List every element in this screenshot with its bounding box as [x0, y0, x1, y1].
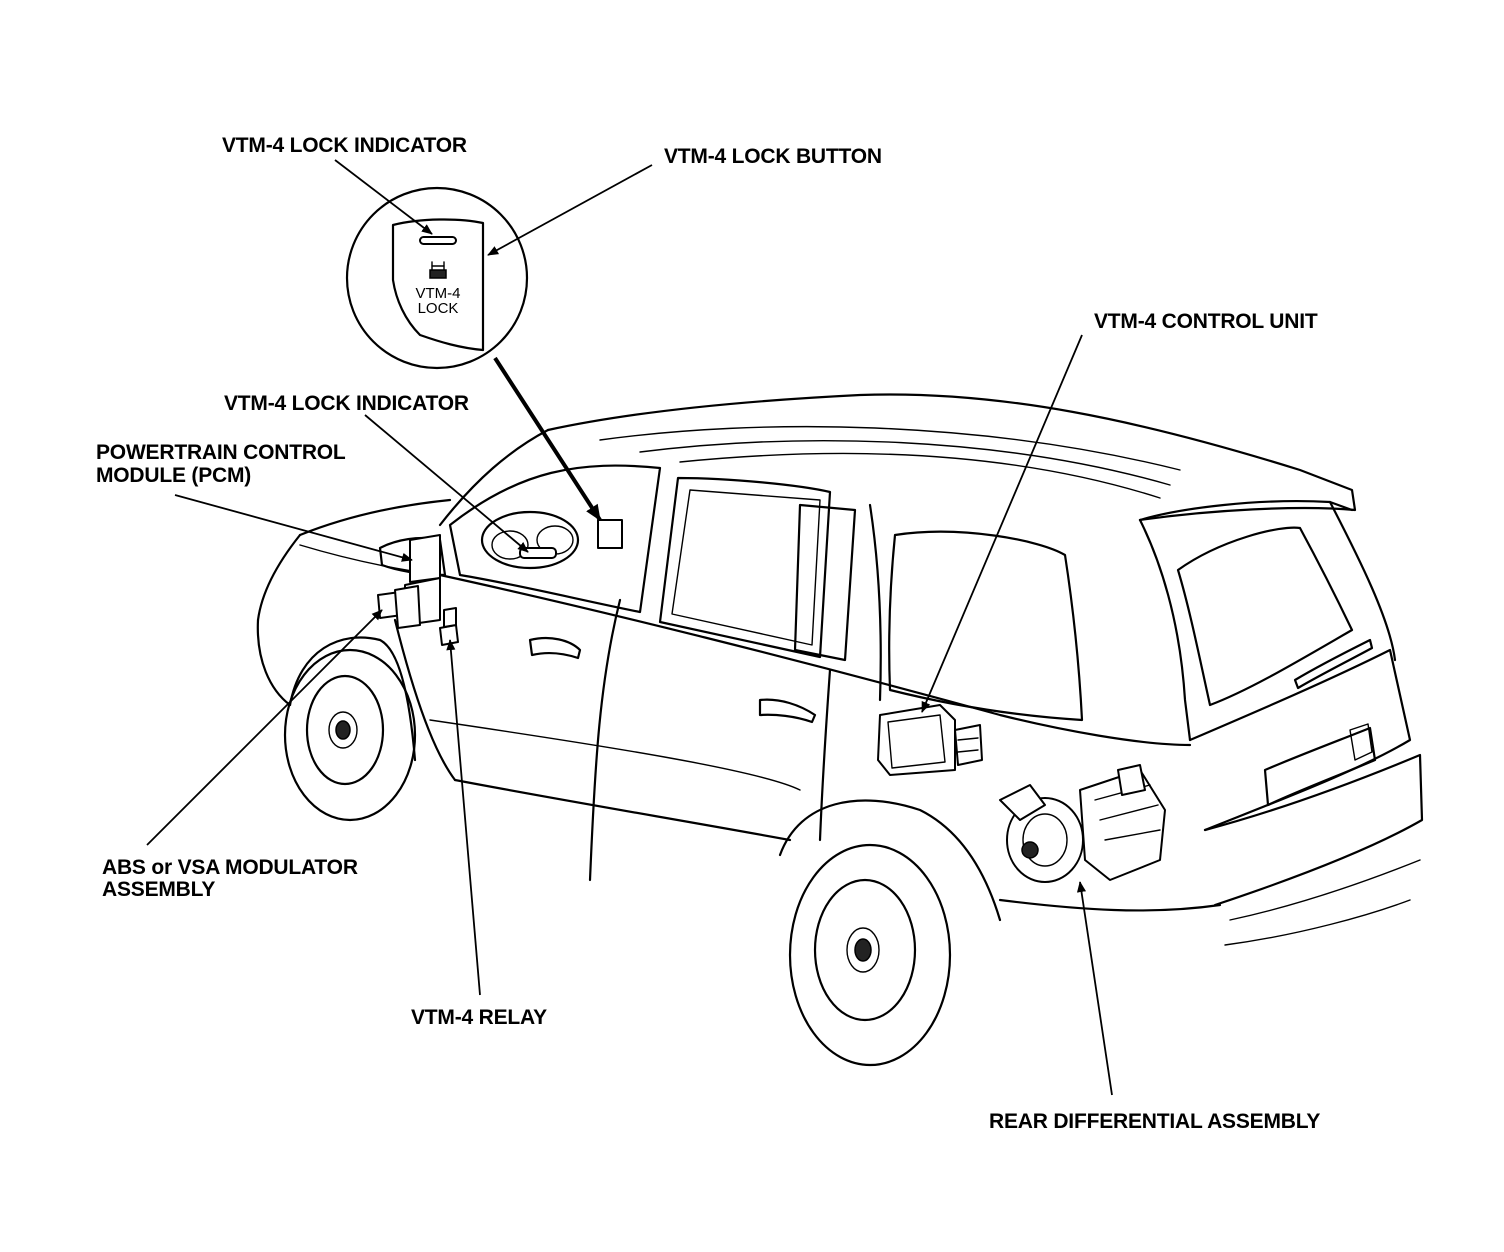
front-wheel — [283, 648, 417, 822]
rear-differential — [999, 764, 1166, 883]
label-control-unit: VTM-4 CONTROL UNIT — [1094, 310, 1318, 333]
label-abs-line1: ABS or VSA MODULATOR — [102, 856, 358, 879]
4wd-lock-icon — [429, 261, 447, 279]
abs-vsa-modulator — [377, 585, 421, 629]
leader-lines — [146, 159, 1113, 1096]
vehicle-outline — [256, 393, 1424, 946]
label-pcm-line2: MODULE (PCM) — [96, 464, 251, 487]
label-pcm-line1: POWERTRAIN CONTROL — [96, 441, 346, 464]
inset-button-text-line2: LOCK — [418, 300, 459, 317]
label-abs-line2: ASSEMBLY — [102, 878, 215, 901]
rear-wheel — [788, 843, 952, 1067]
lock-button-inset: VTM-4 LOCK — [345, 186, 529, 370]
vtm4-relay — [439, 607, 459, 646]
label-lock-button: VTM-4 LOCK BUTTON — [664, 145, 882, 168]
callout-labels: VTM-4 LOCK INDICATOR VTM-4 LOCK BUTTON V… — [96, 134, 1321, 1133]
label-lock-indicator-dash: VTM-4 LOCK INDICATOR — [224, 392, 469, 415]
vtm4-control-unit — [877, 704, 983, 776]
label-relay: VTM-4 RELAY — [411, 1006, 547, 1029]
dash-lock-button — [597, 519, 623, 549]
inset-button-text-line1: VTM-4 — [416, 285, 461, 302]
label-rear-diff: REAR DIFFERENTIAL ASSEMBLY — [989, 1110, 1320, 1133]
inset-lock-indicator — [419, 236, 457, 245]
instrument-cluster — [480, 510, 580, 570]
dash-lock-indicator — [519, 547, 557, 559]
label-lock-indicator-top: VTM-4 LOCK INDICATOR — [222, 134, 467, 157]
